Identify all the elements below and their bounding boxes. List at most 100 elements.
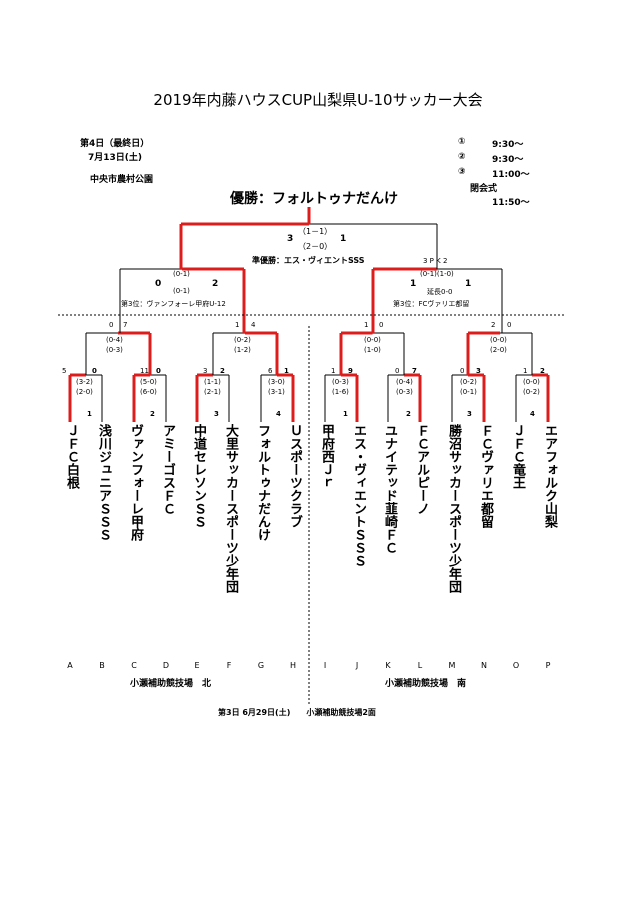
qf-3-score-left: 1: [364, 321, 369, 329]
column-letter-n: N: [481, 661, 487, 670]
team-k: ユナイテッド韮崎ＦＣ: [382, 424, 397, 554]
r1-4-half-1: (3-0): [268, 378, 285, 386]
column-letter-m: M: [448, 661, 456, 670]
r1-2-half-1: (5-0): [140, 378, 157, 386]
r1-4-half-2: (3-1): [268, 388, 285, 396]
r1-1-half-2: (2-0): [76, 388, 93, 396]
semi-right-halves: (0-1)(1-0): [420, 270, 454, 278]
r1-6-score-right: 7: [412, 367, 417, 375]
r1-7-score-right: 3: [476, 367, 481, 375]
team-e: 中道セレソンＳＳ: [191, 424, 206, 528]
team-b: 浅川ジュニアＳＳＳ: [96, 424, 111, 541]
r1-3-score-left: 3: [203, 367, 208, 375]
semi-left-score-right: 2: [212, 279, 219, 289]
column-letter-c: C: [131, 661, 137, 670]
qf-2-half-1: (0-2): [234, 336, 251, 344]
column-letter-j: J: [355, 661, 359, 670]
team-l: ＦＣアルピーノ: [414, 424, 429, 515]
qf-4-score-right: 0: [507, 321, 512, 329]
r1-5-score-right: 9: [348, 367, 353, 375]
r1-6-score-left: 0: [395, 367, 400, 375]
team-m: 勝沼サッカースポーツ少年団: [446, 424, 461, 593]
r1-6-half-1: (0-4): [396, 378, 413, 386]
qf-4-half-1: (0-0): [490, 336, 507, 344]
team-p: エアフォルク山梨: [542, 424, 557, 528]
column-letter-k: K: [385, 661, 391, 670]
column-letter-o: O: [512, 661, 520, 670]
page-title: 2019年内藤ハウスCUP山梨県U-10サッカー大会: [153, 91, 483, 109]
day-label: 第4日（最終日）: [80, 139, 150, 149]
r1-6-match-no: 2: [406, 410, 411, 418]
final-score-right: 1: [340, 234, 347, 244]
field-south: 小瀬補助競技場 南: [385, 679, 467, 689]
runner-up-label: 準優勝：エス・ヴィエントSSS: [252, 256, 365, 265]
qf-3-half-2: (1-0): [364, 346, 381, 354]
r1-3-half-2: (2-1): [204, 388, 221, 396]
team-g: フォルトゥナだんけ: [255, 424, 270, 541]
qf-1-score-right: 7: [123, 321, 128, 329]
champion-label: 優勝：フォルトゥナだんけ: [230, 191, 398, 207]
r1-2-match-no: 2: [150, 410, 155, 418]
r1-5-half-1: (0-3): [332, 378, 349, 386]
qf-1-half-2: (0-3): [106, 346, 123, 354]
r1-7-half-2: (0-1): [460, 388, 477, 396]
footer-note: 第3日 6月29日(土) 小瀬補助競技場2面: [218, 708, 376, 717]
semi-right-pk: 3 P K 2: [423, 257, 448, 265]
team-c: ヴァンフォーレ甲府: [128, 424, 143, 541]
r1-2-score-left: 11: [140, 367, 149, 375]
final-score-left: 3: [287, 234, 294, 244]
team-o: ＪＦＣ竜王: [510, 424, 525, 489]
r1-8-score-right: 2: [540, 367, 545, 375]
team-f: 大里サッカースポーツ少年団: [223, 424, 238, 593]
r1-1-half-1: (3-2): [76, 378, 93, 386]
column-letter-f: F: [226, 661, 232, 670]
semi-left-score-left: 0: [155, 279, 162, 289]
schedule-2-num: ②: [458, 152, 466, 162]
closing-time: 11:50〜: [492, 198, 530, 208]
team-j: エス・ヴィエントＳＳＳ: [351, 424, 366, 567]
semi-left-half-2: (0-1): [173, 287, 190, 295]
column-letter-h: H: [289, 661, 296, 670]
r1-8-match-no: 4: [530, 410, 535, 418]
semi-right-third-place: 第3位：FCヴァリエ都留: [393, 300, 470, 308]
r1-5-match-no: 1: [343, 410, 348, 418]
r1-2-half-2: (6-0): [140, 388, 157, 396]
schedule-3-num: ③: [458, 167, 466, 177]
r1-5-half-2: (1-6): [332, 388, 349, 396]
column-letter-e: E: [194, 661, 200, 670]
r1-7-match-no: 3: [467, 410, 472, 418]
semi-right-score-left: 1: [410, 279, 417, 289]
semi-left-half-1: (0-1): [173, 270, 190, 278]
schedule-2-time: 9:30〜: [492, 155, 524, 165]
r1-3-score-right: 2: [220, 367, 225, 375]
field-north: 小瀬補助競技場 北: [130, 679, 212, 689]
qf-3-half-1: (0-0): [364, 336, 381, 344]
team-a: ＪＦＣ白根: [64, 424, 79, 489]
r1-4-score-left: 6: [268, 367, 273, 375]
r1-4-match-no: 4: [276, 410, 281, 418]
r1-8-half-1: (0-0): [523, 378, 540, 386]
r1-3-match-no: 3: [214, 410, 219, 418]
r1-8-half-2: (0-2): [523, 388, 540, 396]
r1-6-half-2: (0-3): [396, 388, 413, 396]
column-letter-b: B: [99, 661, 105, 670]
date-label: 7月13日(土): [88, 153, 143, 163]
team-i: 甲府西Ｊｒ: [319, 424, 334, 489]
closing-label: 閉会式: [470, 184, 498, 194]
team-n: ＦＣヴァリエ都留: [478, 424, 493, 528]
column-letter-p: P: [545, 661, 551, 670]
column-letter-a: A: [67, 661, 73, 670]
r1-3-half-1: (1-1): [204, 378, 221, 386]
semi-left-third-place: 第3位：ヴァンフォーレ甲府U-12: [121, 300, 226, 308]
column-letter-d: D: [162, 661, 170, 670]
final-half-2: （2－0）: [298, 242, 333, 251]
column-letter-g: G: [257, 661, 265, 670]
column-letter-i: I: [323, 661, 327, 670]
venue-label: 中央市農村公園: [90, 175, 154, 185]
r1-2-score-right: 0: [156, 367, 161, 375]
schedule-1-time: 9:30〜: [492, 140, 524, 150]
qf-2-score-right: 4: [251, 321, 256, 329]
r1-1-match-no: 1: [87, 410, 92, 418]
